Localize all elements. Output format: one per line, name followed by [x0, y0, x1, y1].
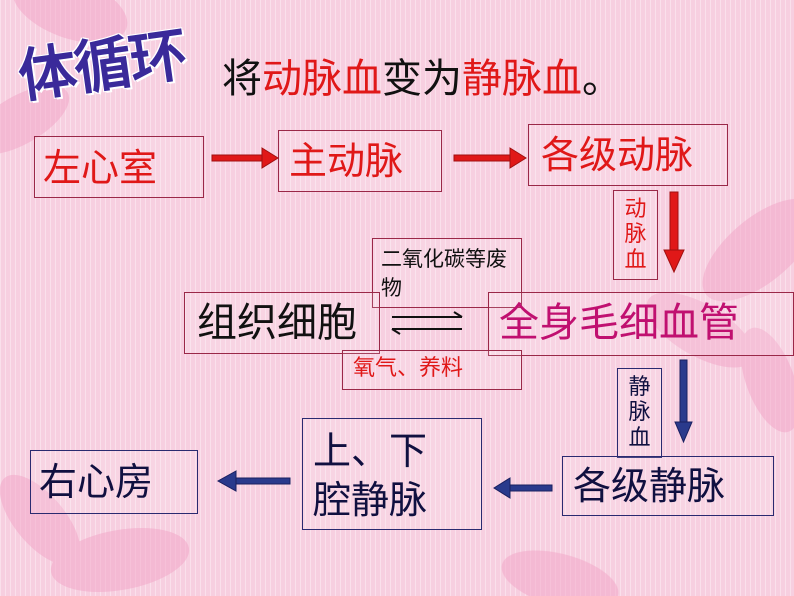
arrow-lv-to-aorta: [211, 147, 279, 169]
o2-nutrients-label: 氧气、养料: [353, 356, 464, 381]
arrow-arteries-to-capillaries: [663, 191, 685, 274]
co2-waste-label: 二氧化碳等废物: [381, 247, 507, 301]
vena-cava-line1: 上、下: [313, 429, 428, 473]
vena-cava-line2: 腔静脉: [313, 478, 428, 523]
capillaries-box: 全身毛细血管: [488, 292, 794, 356]
o2-nutrients-box: 氧气、养料: [342, 350, 522, 390]
right-atrium-box: 右心房: [30, 450, 198, 514]
arrow-aorta-to-arteries: [453, 147, 527, 169]
subtitle-part3: 变为: [382, 56, 462, 102]
veins-box: 各级静脉: [562, 456, 774, 516]
left-ventricle-box: 左心室: [34, 136, 204, 198]
capillaries-label: 全身毛细血管: [499, 300, 739, 346]
vena-cava-box: 上、下 腔静脉: [302, 418, 482, 530]
arteries-box: 各级动脉: [528, 124, 728, 186]
arteries-label: 各级动脉: [541, 133, 694, 177]
aorta-box: 主动脉: [278, 130, 442, 192]
arrow-vena-cava-to-right-atrium: [216, 470, 291, 492]
arrow-veins-to-vena-cava: [493, 477, 553, 499]
subtitle-arterial: 动脉血: [262, 56, 382, 102]
co2-waste-box: 二氧化碳等废物: [372, 238, 522, 308]
subtitle-part1: 将: [222, 56, 262, 102]
venous-blood-label: 静脉血: [628, 375, 651, 451]
exchange-arrows: [391, 311, 463, 335]
tissue-cells-label: 组织细胞: [197, 300, 357, 346]
arrow-capillaries-to-veins: [674, 359, 693, 444]
subtitle-part5: 。: [582, 56, 622, 102]
subtitle: 将动脉血变为静脉血。: [222, 46, 622, 104]
arterial-blood-label: 动脉血: [624, 197, 647, 273]
left-ventricle-label: 左心室: [43, 146, 158, 190]
veins-label: 各级静脉: [573, 464, 726, 508]
right-atrium-label: 右心房: [39, 460, 154, 504]
venous-blood-box: 静脉血: [617, 368, 662, 458]
tissue-cells-box: 组织细胞: [184, 292, 380, 354]
subtitle-venous: 静脉血: [462, 56, 582, 102]
arterial-blood-box: 动脉血: [613, 190, 658, 280]
aorta-label: 主动脉: [289, 139, 404, 183]
